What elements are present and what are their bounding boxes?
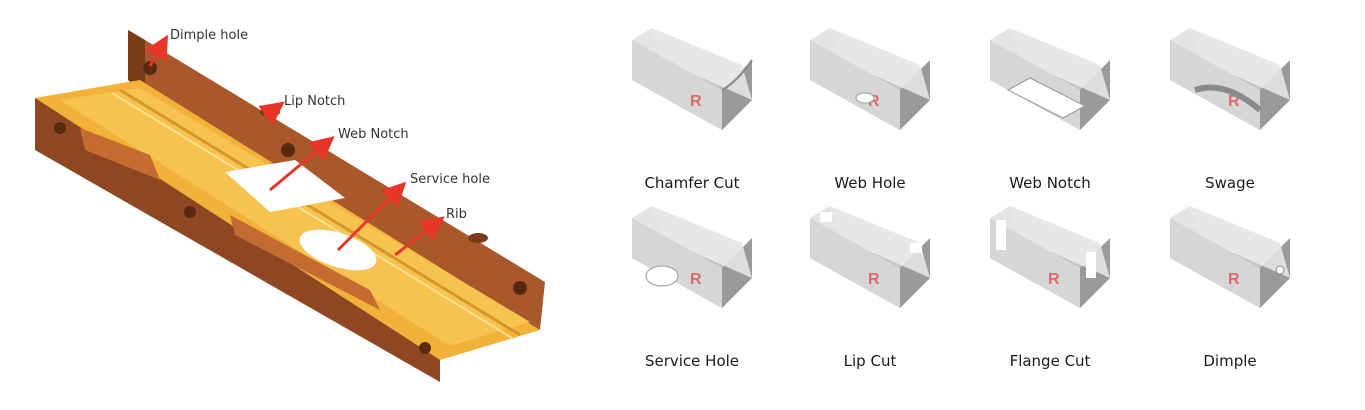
feature-web-notch: R Web Notch — [960, 10, 1140, 200]
svg-text:R: R — [690, 93, 702, 110]
feature-flange-cut: R Flange Cut — [960, 188, 1140, 378]
swage-part-icon: R — [1170, 28, 1290, 130]
callout-lip-notch: Lip Notch — [284, 94, 346, 109]
dimple-part-icon: R — [1170, 206, 1290, 308]
back-flange — [128, 30, 545, 330]
feature-label: Service Hole — [644, 352, 740, 370]
feature-label: Swage — [1205, 174, 1255, 192]
svg-text:R: R — [868, 271, 880, 288]
flange-cut-part-icon: R — [990, 206, 1110, 308]
feature-chamfer-cut: R Chamfer Cut — [602, 10, 782, 200]
feature-label: Web Notch — [1009, 174, 1091, 192]
service-hole-arrow — [336, 181, 407, 252]
lip-notch-arrow — [258, 101, 285, 126]
channel-diagram: Dimple hole Lip Notch Web Notch Service … — [0, 0, 560, 410]
callout-service-hole: Service hole — [410, 172, 490, 187]
web-notch-arrow — [269, 136, 335, 192]
feature-label: Chamfer Cut — [644, 174, 740, 192]
callout-dimple-hole: Dimple hole — [170, 28, 249, 43]
web-notch-part-icon: R — [990, 28, 1110, 130]
lip-cut-part-icon: R — [810, 206, 930, 308]
service-hole-part-icon: R — [632, 206, 752, 308]
feature-swage: R Swage — [1140, 10, 1320, 200]
callout-rib: Rib — [446, 207, 467, 222]
feature-service-hole: R Service Hole — [602, 188, 782, 378]
web-notch-cutout — [225, 160, 345, 212]
feature-web-hole: R Web Hole — [780, 10, 960, 200]
feature-label: Web Hole — [834, 174, 906, 192]
svg-text:R: R — [1228, 271, 1240, 288]
feature-label: Lip Cut — [843, 352, 897, 370]
rib-arrow — [394, 216, 445, 257]
feature-lip-cut: R Lip Cut — [780, 188, 960, 378]
feature-label: Dimple — [1203, 352, 1257, 370]
svg-text:R: R — [690, 271, 702, 288]
dimple-arrow — [145, 34, 168, 67]
channel-illustration — [35, 30, 545, 382]
svg-text:R: R — [1048, 271, 1060, 288]
callout-web-notch: Web Notch — [338, 127, 409, 142]
web-hole-part-icon: R — [810, 28, 930, 130]
feature-label: Flange Cut — [1009, 352, 1091, 370]
chamfer-cut-part-icon: R — [632, 28, 753, 130]
feature-dimple: R Dimple — [1140, 188, 1320, 378]
